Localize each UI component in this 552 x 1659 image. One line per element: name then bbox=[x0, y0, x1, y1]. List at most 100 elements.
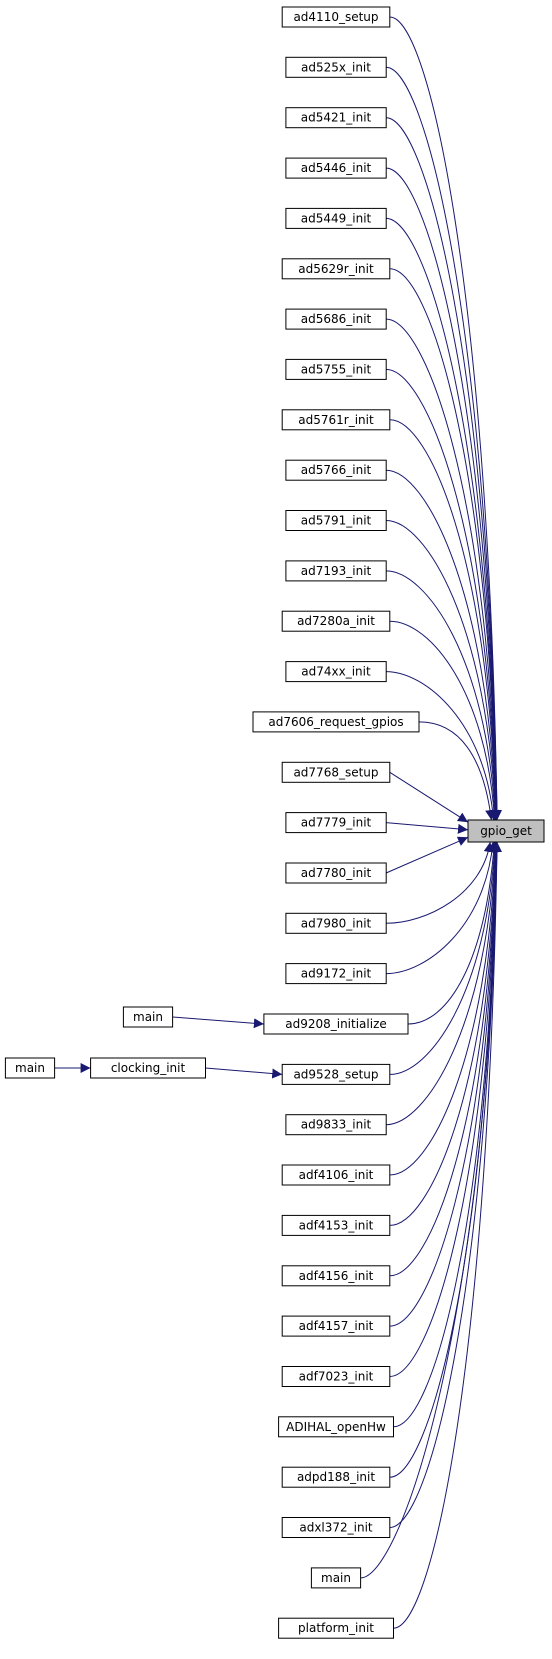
node-ad5421-init[interactable]: ad5421_init bbox=[285, 107, 387, 129]
edge-clocking-init-to-ad9528-setup bbox=[205, 1067, 283, 1079]
node-adf4157-init[interactable]: adf4157_init bbox=[281, 1315, 391, 1337]
node-main-clocking[interactable]: main bbox=[4, 1057, 56, 1079]
node-label: ad9833_init bbox=[301, 1118, 372, 1132]
node-ad5755-init[interactable]: ad5755_init bbox=[285, 358, 387, 380]
node-label: ad5791_init bbox=[301, 514, 372, 528]
node-label: ad5446_init bbox=[301, 161, 372, 175]
node-box bbox=[281, 761, 391, 783]
node-box bbox=[278, 1416, 395, 1438]
node-ad4110-setup[interactable]: ad4110_setup bbox=[281, 6, 391, 28]
edge-ad7780-init-to-gpio-get bbox=[385, 836, 469, 874]
node-ad5629r-init[interactable]: ad5629r_init bbox=[281, 258, 391, 280]
node-ad5449-init[interactable]: ad5449_init bbox=[285, 207, 387, 229]
edge-ad74xx-init-to-gpio-get bbox=[386, 671, 498, 821]
node-label: adf4156_init bbox=[299, 1269, 374, 1283]
node-adf4153-init[interactable]: adf4153_init bbox=[281, 1214, 391, 1236]
edge-main-ad9208-to-ad9208-initialize bbox=[172, 1016, 264, 1029]
node-ad7606-request-gpios[interactable]: ad7606_request_gpios bbox=[252, 711, 420, 733]
node-label: ad5761r_init bbox=[298, 413, 374, 427]
node-box bbox=[90, 1057, 206, 1079]
node-label: adf4153_init bbox=[299, 1218, 374, 1232]
node-box bbox=[281, 1214, 391, 1236]
node-adxl372-init[interactable]: adxl372_init bbox=[281, 1517, 391, 1538]
node-box bbox=[252, 711, 420, 733]
node-box bbox=[281, 1315, 391, 1337]
node-label: ad7193_init bbox=[301, 564, 372, 578]
node-box bbox=[285, 560, 387, 582]
node-box bbox=[285, 963, 387, 985]
node-label: ad5686_init bbox=[301, 312, 372, 326]
node-ad9528-setup[interactable]: ad9528_setup bbox=[281, 1063, 391, 1085]
edge-ad7606-request-gpios-to-gpio-get bbox=[418, 721, 496, 821]
edge-ad525x-init-to-gpio-get bbox=[386, 66, 502, 821]
node-box bbox=[281, 1366, 391, 1387]
nodes-layer: gpio_get ad4110_setup ad525x_init ad5421_in… bbox=[4, 6, 545, 1639]
node-label: platform_init bbox=[298, 1621, 374, 1635]
edge-ad5629r-init-to-gpio-get bbox=[389, 268, 502, 821]
node-ad7280a-init[interactable]: ad7280a_init bbox=[281, 610, 391, 632]
node-label: ad7280a_init bbox=[297, 614, 375, 628]
edge-ad5791-init-to-gpio-get bbox=[386, 520, 501, 821]
node-box bbox=[285, 358, 387, 380]
node-ad74xx-init[interactable]: ad74xx_init bbox=[285, 661, 387, 683]
node-ad7980-init[interactable]: ad7980_init bbox=[285, 912, 387, 934]
node-label: ad5755_init bbox=[301, 362, 372, 376]
node-box bbox=[285, 56, 387, 78]
edge-ad7980-init-to-gpio-get bbox=[386, 841, 494, 924]
node-label: ad7606_request_gpios bbox=[268, 715, 403, 729]
edge-ad4110-setup-to-gpio-get bbox=[389, 16, 502, 821]
node-adf4106-init[interactable]: adf4106_init bbox=[281, 1164, 391, 1186]
node-label: ad9172_init bbox=[301, 967, 372, 981]
node-ad9833-init[interactable]: ad9833_init bbox=[285, 1114, 387, 1136]
node-box bbox=[285, 107, 387, 129]
node-box bbox=[281, 1466, 391, 1488]
node-ad9208-initialize[interactable]: ad9208_initialize bbox=[263, 1013, 409, 1035]
node-main-direct[interactable]: main bbox=[310, 1567, 362, 1589]
node-ad5446-init[interactable]: ad5446_init bbox=[285, 157, 387, 179]
node-ad5791-init[interactable]: ad5791_init bbox=[285, 510, 387, 531]
node-ad525x-init[interactable]: ad525x_init bbox=[285, 56, 387, 78]
node-box bbox=[285, 510, 387, 531]
node-ad9172-init[interactable]: ad9172_init bbox=[285, 963, 387, 985]
edge-ad7193-init-to-gpio-get bbox=[386, 570, 500, 821]
node-ad5686-init[interactable]: ad5686_init bbox=[285, 308, 387, 330]
node-adpd188-init[interactable]: adpd188_init bbox=[281, 1466, 391, 1488]
edge-adf7023-init-to-gpio-get bbox=[389, 841, 502, 1377]
node-ad7768-setup[interactable]: ad7768_setup bbox=[281, 761, 391, 783]
node-box bbox=[285, 308, 387, 330]
node-box bbox=[4, 1057, 56, 1079]
node-ad7193-init[interactable]: ad7193_init bbox=[285, 560, 387, 582]
node-box bbox=[285, 157, 387, 179]
target-node-gpio-get[interactable]: gpio_get bbox=[467, 819, 545, 843]
node-adf4156-init[interactable]: adf4156_init bbox=[281, 1265, 391, 1287]
node-label: ad7768_setup bbox=[293, 765, 378, 779]
node-ad5761r-init[interactable]: ad5761r_init bbox=[281, 409, 391, 431]
node-label: ad7980_init bbox=[301, 916, 372, 930]
edge-platform-init-to-gpio-get bbox=[393, 841, 502, 1629]
node-main-ad9208[interactable]: main bbox=[122, 1006, 174, 1028]
node-platform-init[interactable]: platform_init bbox=[278, 1617, 395, 1639]
node-box bbox=[122, 1006, 174, 1028]
node-label: ad4110_setup bbox=[293, 10, 378, 24]
node-label: gpio_get bbox=[480, 824, 532, 838]
node-clocking-init[interactable]: clocking_init bbox=[90, 1057, 206, 1079]
node-label: main bbox=[133, 1010, 163, 1024]
node-ad5766-init[interactable]: ad5766_init bbox=[285, 459, 387, 481]
node-box bbox=[281, 1164, 391, 1186]
edges-layer bbox=[54, 16, 502, 1629]
node-label: adf7023_init bbox=[299, 1369, 374, 1383]
node-adihal-openhw[interactable]: ADIHAL_openHw bbox=[278, 1416, 395, 1438]
node-label: ad5629r_init bbox=[298, 262, 374, 276]
node-box bbox=[285, 459, 387, 481]
edge-ad9528-setup-to-gpio-get bbox=[389, 841, 500, 1075]
node-ad7779-init[interactable]: ad7779_init bbox=[285, 812, 387, 834]
node-adf7023-init[interactable]: adf7023_init bbox=[281, 1366, 391, 1387]
node-label: ad5766_init bbox=[301, 463, 372, 477]
edge-adihal-openhw-to-gpio-get bbox=[393, 841, 502, 1428]
edge-ad5421-init-to-gpio-get bbox=[386, 117, 502, 821]
edge-ad5755-init-to-gpio-get bbox=[386, 368, 502, 821]
edge-ad7768-setup-to-gpio-get bbox=[389, 771, 469, 823]
node-box bbox=[285, 1114, 387, 1136]
node-label: ad9208_initialize bbox=[285, 1017, 387, 1031]
node-ad7780-init[interactable]: ad7780_init bbox=[285, 862, 387, 884]
